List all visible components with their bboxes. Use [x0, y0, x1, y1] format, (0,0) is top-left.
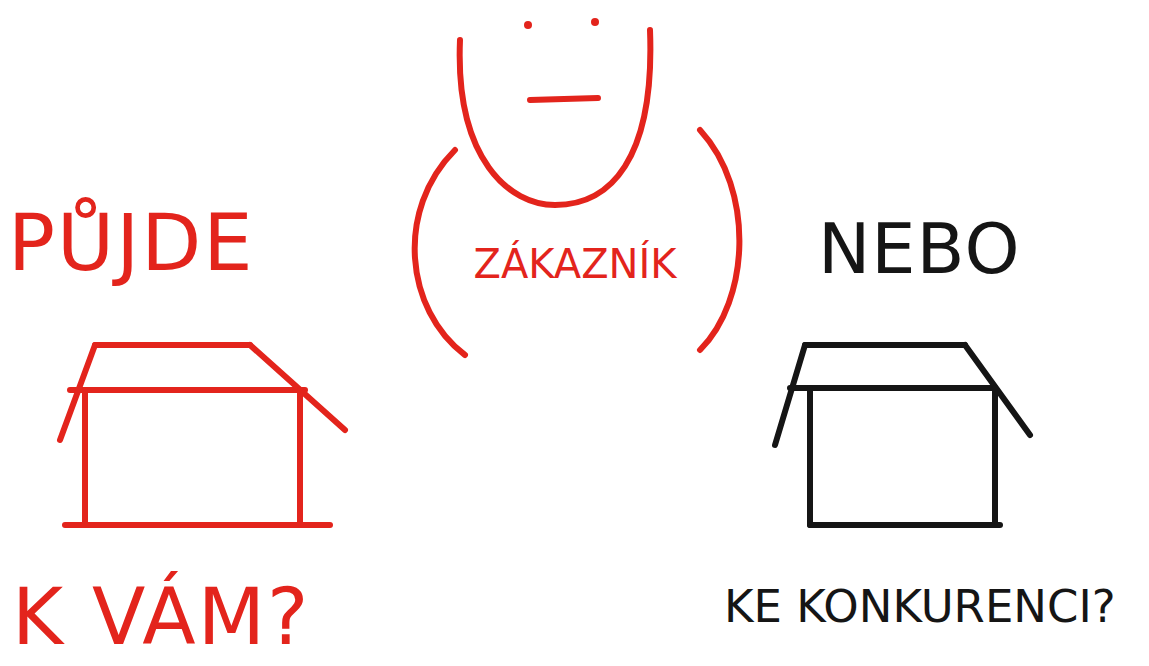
- sketch-stroke: [60, 345, 95, 440]
- option-competition: KE KONKURENCI?: [724, 584, 1149, 629]
- sketch-stroke: [700, 130, 739, 350]
- sketch-stroke: [415, 150, 465, 355]
- sketch-stroke: [992, 388, 998, 525]
- house-ours: PŮJDE K VÁM?: [0, 200, 370, 666]
- sketch-stroke: [807, 388, 813, 525]
- sketch-stroke: [805, 342, 965, 348]
- sketch-stroke: [82, 390, 88, 525]
- sketch-stroke: [95, 342, 250, 348]
- customer-label: ZÁKAZNÍK: [420, 244, 730, 284]
- customer-face-drawing: [400, 10, 750, 370]
- eye-dot: [524, 21, 532, 29]
- eye-dot: [591, 18, 599, 26]
- sketch-stroke: [460, 30, 651, 205]
- customer-face: ZÁKAZNÍK: [400, 10, 750, 370]
- conjunction: NEBO: [818, 214, 1138, 284]
- sketch-stroke: [70, 387, 305, 393]
- sketch-stroke: [810, 522, 1000, 528]
- question-start: PŮJDE: [8, 204, 348, 282]
- sketch-stroke: [530, 98, 598, 100]
- option-ours: K VÁM?: [12, 578, 352, 656]
- sketch-stroke: [65, 522, 330, 528]
- sketch-stroke: [775, 345, 805, 445]
- sketch-stroke: [297, 390, 303, 525]
- sketch-stroke: [790, 385, 995, 391]
- house-competition: NEBO KE KONKURENCI?: [720, 200, 1149, 666]
